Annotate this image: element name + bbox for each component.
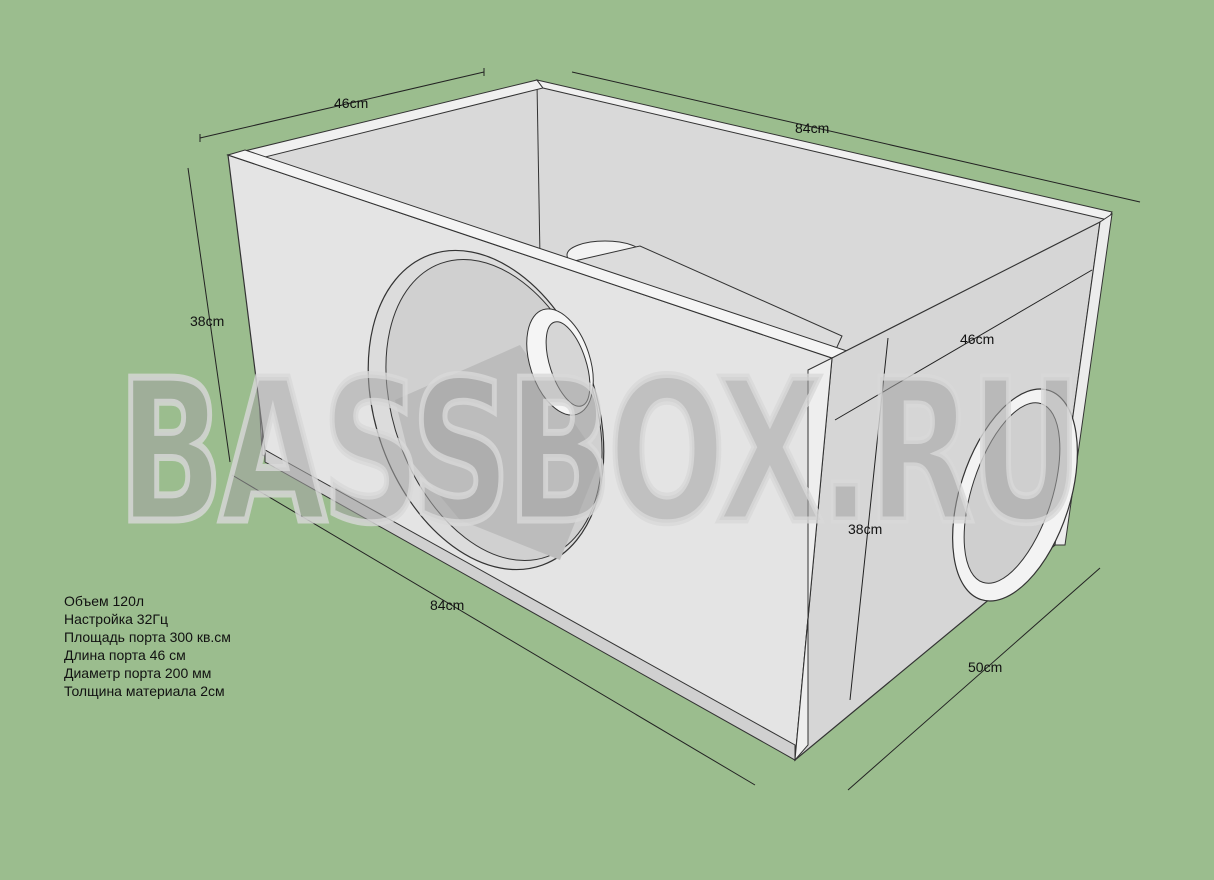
dim-side-depth: 50cm <box>968 659 1002 675</box>
side-port-hole <box>963 402 1061 584</box>
specs-list: Объем 120л Настройка 32Гц Площадь порта … <box>64 592 231 700</box>
inner-corner-edge <box>536 82 541 259</box>
spec-material-thickness: Толщина материала 2см <box>64 683 225 699</box>
side-panel-inner-edge <box>794 357 833 762</box>
spec-volume: Объем 120л <box>64 593 145 609</box>
dim-top-depth: 46cm <box>334 95 368 111</box>
dim-bottom-length: 84cm <box>430 597 464 613</box>
spec-port-length: Длина порта 46 см <box>64 647 186 663</box>
spec-port-diameter: Диаметр порта 200 мм <box>64 665 212 681</box>
dim-inner-depth: 46cm <box>960 331 994 347</box>
port-tube-lip-hole <box>545 321 591 407</box>
dim-top-length: 84cm <box>795 120 829 136</box>
dimension-lines <box>187 68 1141 791</box>
spec-port-area: Площадь порта 300 кв.см <box>64 629 231 645</box>
watermark: BASSBOX.RU <box>118 339 1078 567</box>
dim-side-height: 38cm <box>848 521 882 537</box>
spec-tuning: Настройка 32Гц <box>64 611 168 627</box>
dim-front-height: 38cm <box>190 313 224 329</box>
